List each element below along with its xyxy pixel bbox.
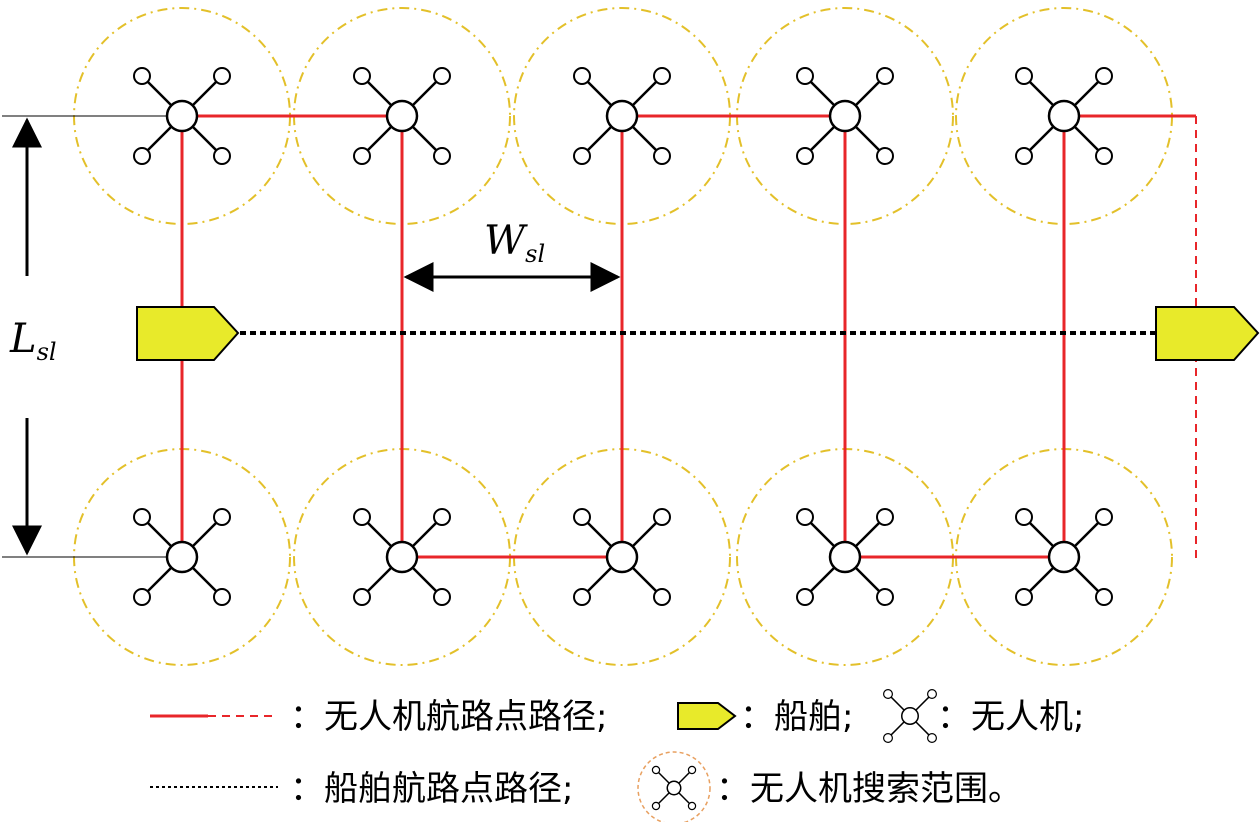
rotor: [653, 588, 671, 606]
quadcopter-body: [1047, 540, 1081, 574]
rotor: [133, 588, 151, 606]
rotor: [882, 732, 893, 743]
legend-ship-path: ：船舶航路点路径;: [150, 769, 573, 809]
rotor: [433, 588, 451, 606]
rotor: [573, 588, 591, 606]
quadcopter-icon: [573, 508, 671, 606]
rotor: [653, 67, 671, 85]
rotor: [1095, 147, 1113, 165]
quadcopter-icon: [573, 67, 671, 165]
rotor: [433, 508, 451, 526]
quadcopter-body: [605, 99, 639, 133]
rotor: [133, 147, 151, 165]
rotor: [213, 67, 231, 85]
legend-search-range-label: ：无人机搜索范围。: [716, 769, 1022, 809]
rotor: [796, 508, 814, 526]
rotor: [876, 147, 894, 165]
legend: ：无人机航路点路径; ：船舶; ：无人机; ：船舶航路点路径; ：无人机搜索范围…: [150, 688, 1084, 825]
legend-uav-path-label: ：无人机航路点路径;: [290, 697, 607, 737]
w-sl-dimension: Wsl: [403, 218, 621, 292]
rotor: [687, 765, 697, 775]
dimension-guides: [2, 115, 168, 558]
rotor: [213, 508, 231, 526]
rotor: [573, 508, 591, 526]
ship-icon: [1155, 306, 1260, 361]
rotor: [433, 67, 451, 85]
uav-path-segment: [180, 114, 1196, 559]
quadcopter-body: [666, 780, 682, 796]
w-sl-label: Wsl: [484, 218, 545, 268]
rotor: [882, 688, 893, 699]
quadcopter-body: [165, 99, 199, 133]
quadcopter-body: [605, 540, 639, 574]
rotor: [796, 147, 814, 165]
quadcopter-icon: [882, 688, 937, 743]
quadcopter-icon: [1015, 67, 1113, 165]
rotor: [213, 147, 231, 165]
quadcopter-body: [385, 99, 419, 133]
uav-waypoint-path: [180, 114, 1197, 562]
legend-ship-label: ：船舶;: [740, 697, 853, 737]
rotor: [573, 147, 591, 165]
l-sl-label: Lsl: [9, 316, 57, 366]
rotor: [433, 147, 451, 165]
rotor: [926, 688, 937, 699]
rotor: [1095, 588, 1113, 606]
l-sl-dimension: Lsl: [9, 117, 57, 556]
rotor: [876, 588, 894, 606]
quadcopter-body: [165, 540, 199, 574]
rotor: [353, 588, 371, 606]
rotor: [133, 508, 151, 526]
rotor: [653, 147, 671, 165]
quadcopter-icon: [796, 508, 894, 606]
rotor: [653, 508, 671, 526]
quadcopter-body: [385, 540, 419, 574]
quadcopter-icon: [353, 67, 451, 165]
rotor: [353, 508, 371, 526]
ship-icon: [136, 306, 240, 361]
rotor: [1095, 508, 1113, 526]
quadcopter-icon: [651, 765, 697, 811]
legend-uav-label: ：无人机;: [937, 697, 1084, 737]
quadcopter-icon: [651, 765, 697, 811]
rotor: [687, 801, 697, 811]
rotor: [573, 67, 591, 85]
quadcopter-body: [901, 707, 919, 725]
rotor: [1015, 67, 1033, 85]
quadcopter-icon: [133, 67, 231, 165]
rotor: [651, 801, 661, 811]
quadcopter-icon: [133, 508, 231, 606]
rotor: [926, 732, 937, 743]
rotor: [1015, 588, 1033, 606]
quadcopter-icon: [353, 508, 451, 606]
legend-ship: ：船舶;: [677, 697, 853, 737]
rotor: [651, 765, 661, 775]
rotor: [1015, 147, 1033, 165]
quadcopter-icon: [1015, 508, 1113, 606]
quadcopter-body: [828, 99, 862, 133]
quadcopter-body: [1047, 99, 1081, 133]
quadcopter-icon: [882, 688, 937, 743]
quadcopter-body: [828, 540, 862, 574]
uav-layer: [133, 67, 1113, 606]
rotor: [1015, 508, 1033, 526]
rotor: [353, 67, 371, 85]
rotor: [353, 147, 371, 165]
legend-uav: ：无人机;: [882, 688, 1084, 743]
rotor: [876, 67, 894, 85]
ship-icon: [677, 702, 737, 730]
legend-uav-path: ：无人机航路点路径;: [150, 697, 607, 737]
rotor: [876, 508, 894, 526]
legend-search-range: ：无人机搜索范围。: [637, 751, 1022, 825]
rotor: [1095, 67, 1113, 85]
quadcopter-icon: [796, 67, 894, 165]
legend-ship-path-label: ：船舶航路点路径;: [290, 769, 573, 809]
rotor: [133, 67, 151, 85]
rotor: [213, 588, 231, 606]
rotor: [796, 67, 814, 85]
rotor: [796, 588, 814, 606]
